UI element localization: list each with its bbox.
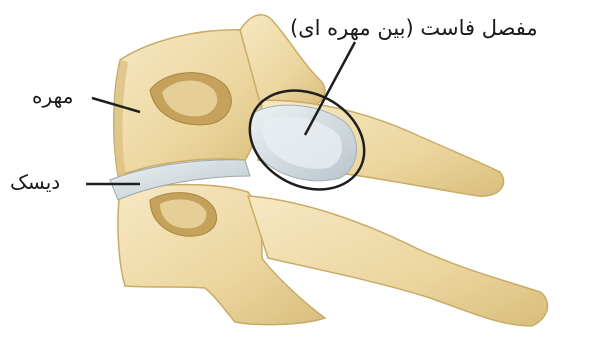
vertebra-label: مهره	[32, 86, 73, 106]
disc-label: دیسک	[10, 172, 60, 192]
facet-joint-label: مفصل فاست (بین مهره ای)	[290, 18, 538, 39]
lower-vertebra	[118, 185, 548, 326]
